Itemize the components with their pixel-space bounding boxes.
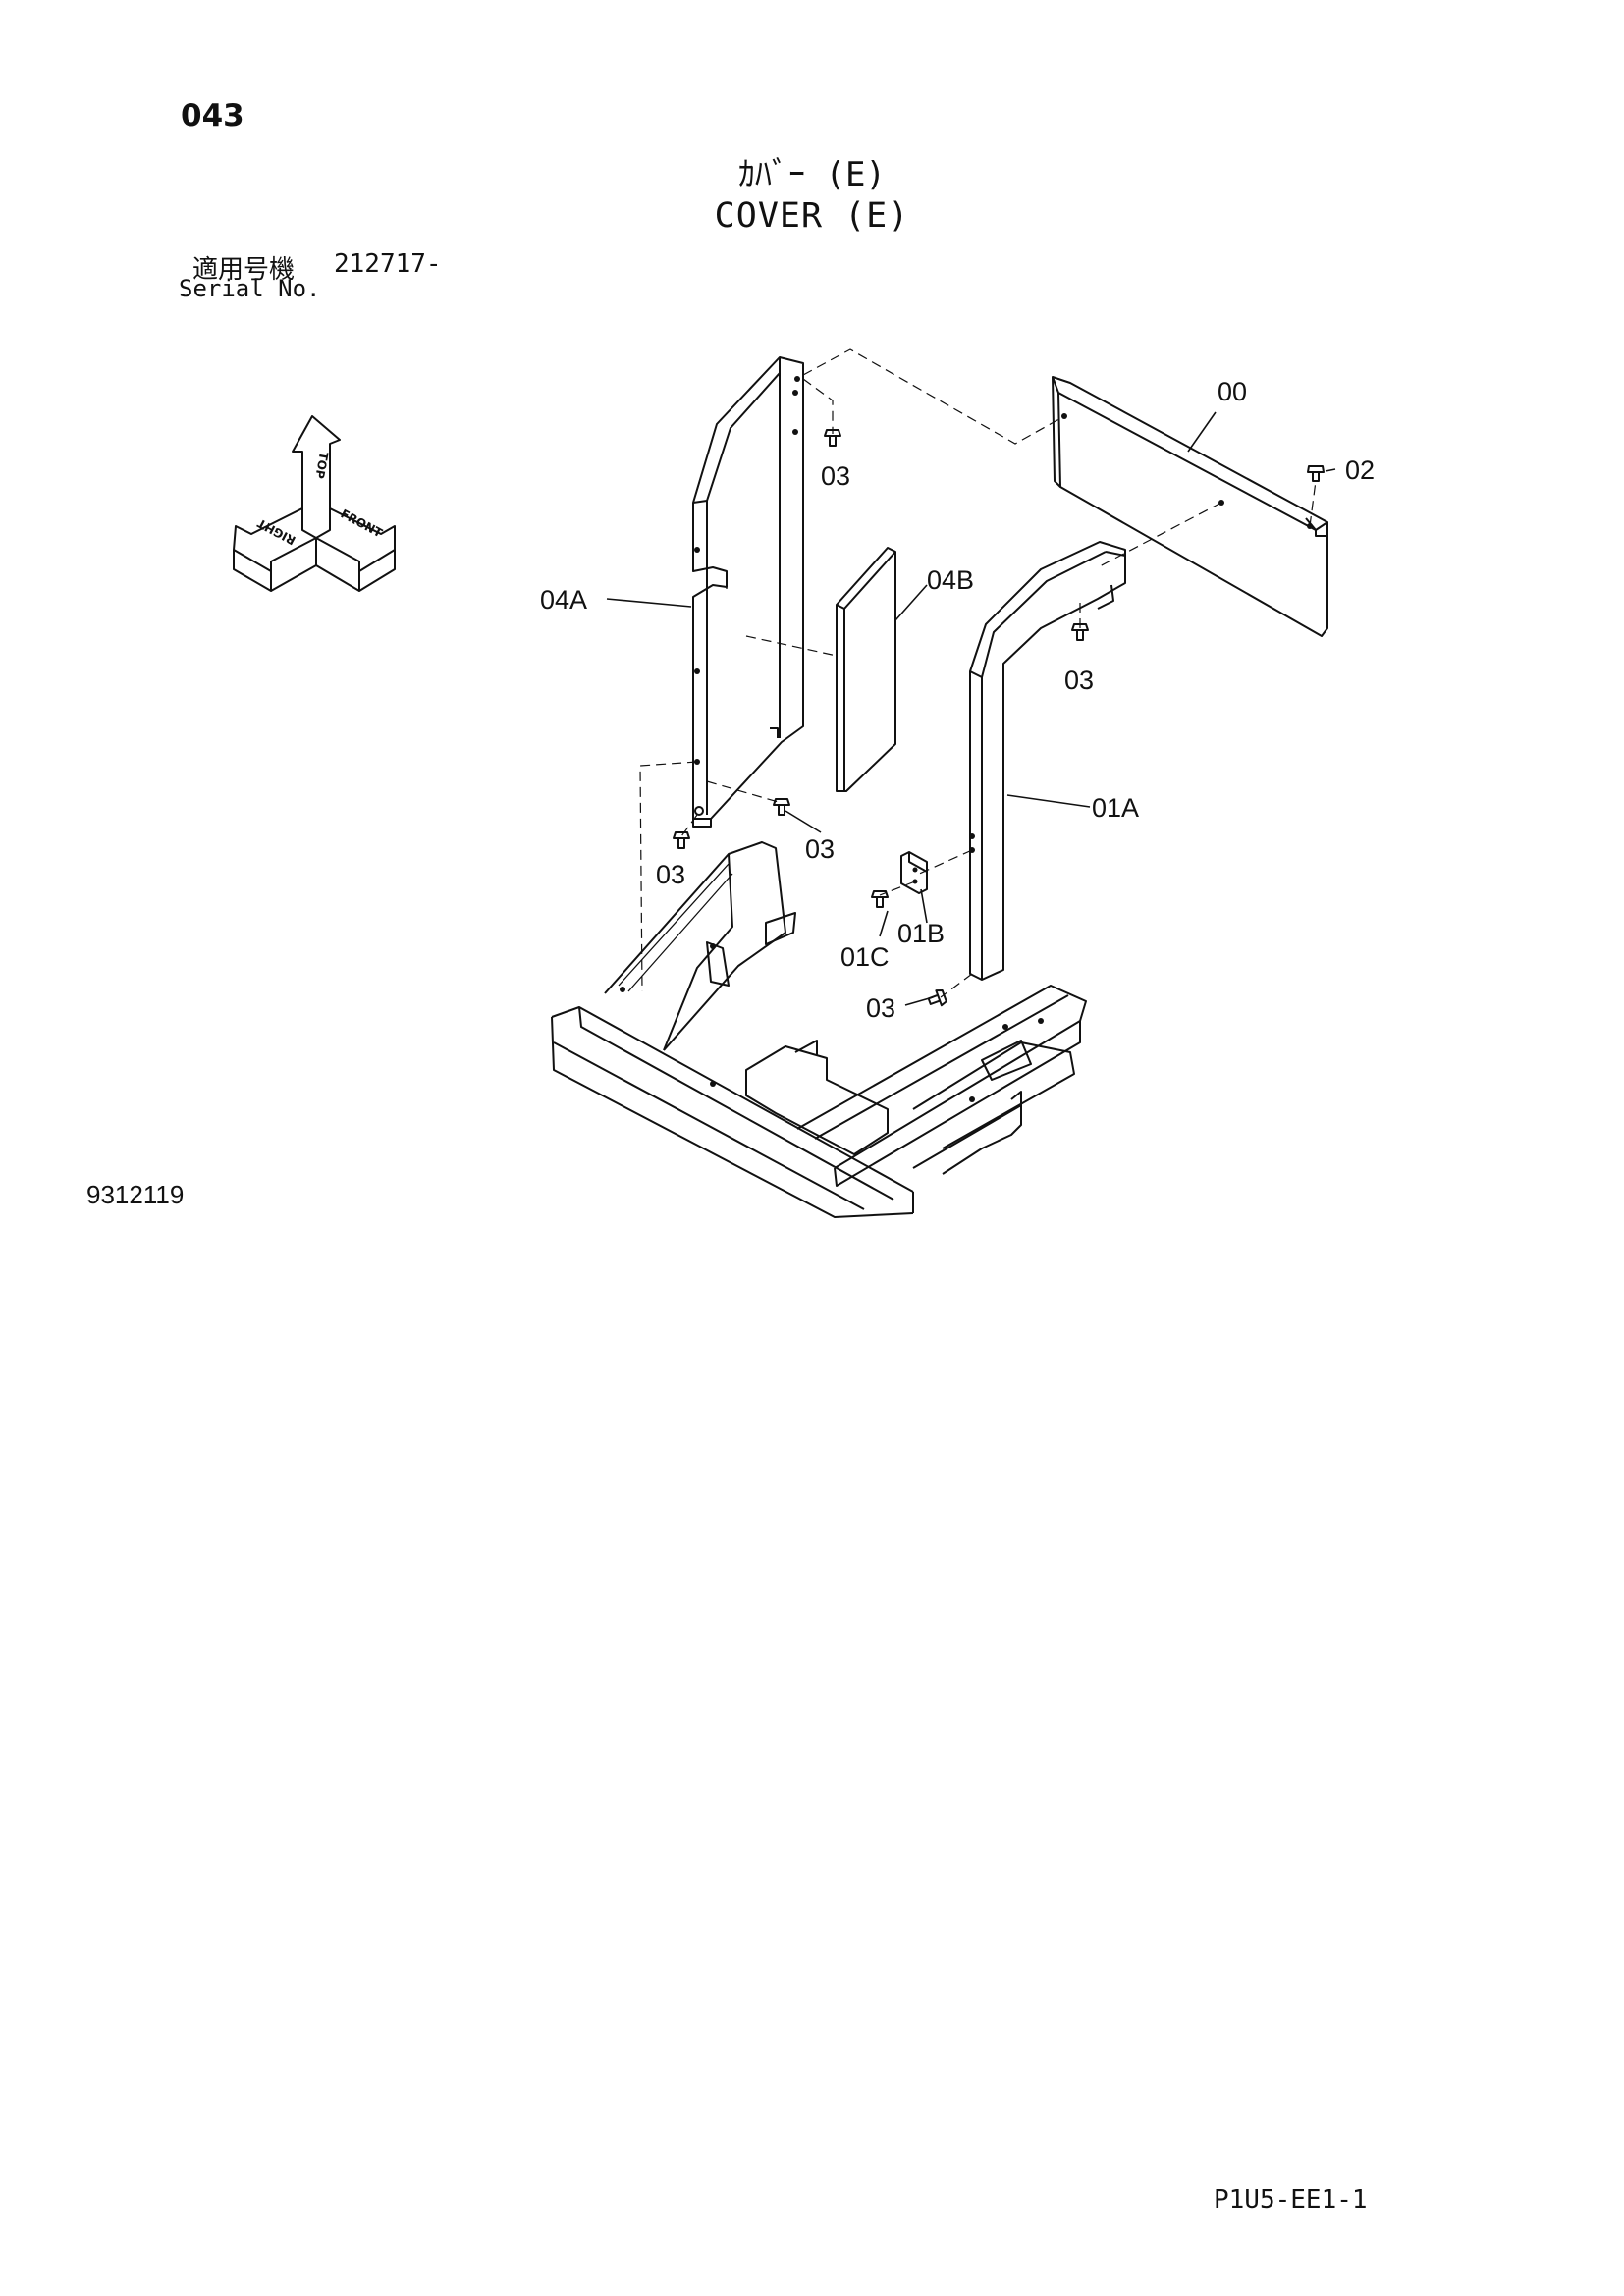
callout-01c: 01C bbox=[840, 942, 890, 972]
callout-leader-lines bbox=[606, 411, 1336, 1006]
callout-01a: 01A bbox=[1092, 793, 1139, 823]
callout-01b: 01B bbox=[897, 919, 945, 948]
sheet-code: P1U5-EE1-1 bbox=[1214, 2185, 1368, 2215]
serial-value: 212717- bbox=[334, 249, 442, 279]
bolt-02-icon bbox=[1307, 465, 1325, 482]
callout-03-top: 03 bbox=[821, 461, 850, 491]
callout-03-mid: 03 bbox=[805, 834, 835, 864]
callout-03-right: 03 bbox=[1064, 666, 1094, 695]
part-04a-left-panel bbox=[692, 356, 804, 828]
part-00-top-cover bbox=[1052, 376, 1328, 637]
figure-number: 9312119 bbox=[86, 1180, 185, 1209]
callout-04b: 04B bbox=[927, 565, 974, 595]
assembly-dashed-lines bbox=[639, 348, 1317, 998]
serial-label-japanese: 適用号機 bbox=[192, 255, 296, 285]
callout-00: 00 bbox=[1218, 377, 1247, 406]
callout-labels: 00 02 03 03 03 03 03 04A 04B 01A 01B 01C bbox=[540, 377, 1375, 1023]
bolt-03-left-icon bbox=[673, 831, 690, 849]
callout-03-bottom: 03 bbox=[866, 993, 895, 1023]
base-frame-drawing bbox=[551, 841, 1087, 1218]
serial-label-english: Serial No. bbox=[179, 275, 321, 302]
page-number: 043 bbox=[181, 98, 244, 133]
bolt-icons bbox=[673, 429, 1325, 1007]
bolt-01c-icon bbox=[871, 890, 889, 908]
orientation-compass-icon: TOP RIGHT FRONT bbox=[233, 415, 396, 592]
callout-03-left: 03 bbox=[656, 860, 685, 889]
title-japanese: ｶﾊﾞｰ (E) bbox=[738, 155, 886, 194]
bolt-03-mid-icon bbox=[773, 798, 790, 816]
callout-04a: 04A bbox=[540, 585, 587, 614]
part-04b-pad bbox=[836, 547, 896, 792]
callout-02: 02 bbox=[1345, 455, 1375, 485]
orientation-top-label: TOP bbox=[312, 451, 331, 479]
bolt-03-bottom-icon bbox=[927, 988, 947, 1007]
part-01b-bracket bbox=[900, 851, 928, 894]
title-english: COVER (E) bbox=[714, 196, 910, 236]
orientation-front-label: FRONT bbox=[339, 507, 386, 540]
part-01a-right-post bbox=[969, 541, 1126, 981]
orientation-right-label: RIGHT bbox=[254, 515, 298, 547]
